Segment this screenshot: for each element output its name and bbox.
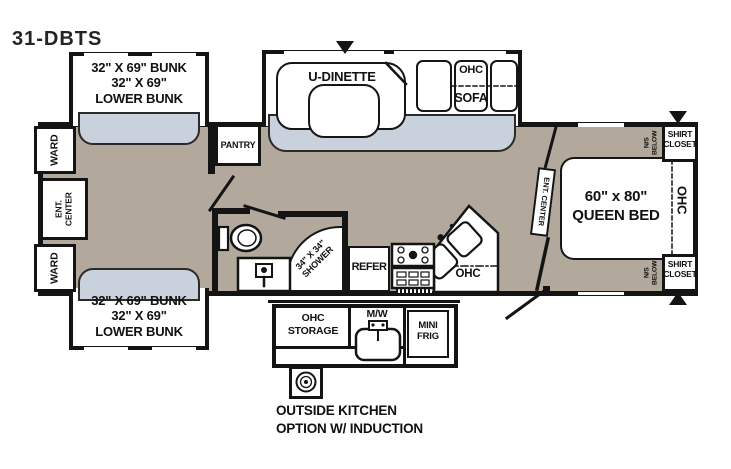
pantry (215, 124, 261, 166)
wardrobe-bottom: WARD (34, 244, 76, 292)
outside-sink-icon (354, 320, 402, 362)
refrigerator-label: REFER (351, 261, 387, 273)
divider (348, 308, 351, 348)
bunk-top-label: 32" X 69" BUNK 32" X 69" LOWER BUNK (91, 60, 187, 106)
wall (278, 211, 348, 217)
bunkroom-door (207, 174, 236, 213)
counter-line (276, 346, 404, 349)
vent-triangle-top (336, 41, 354, 54)
entry-door (504, 288, 547, 321)
wall (342, 211, 348, 296)
dinette-label: U-DINETTE (308, 69, 376, 84)
microwave-label: M/W (366, 308, 388, 320)
ent-center-left: ENT. CENTER (40, 178, 88, 240)
window (578, 123, 624, 127)
page-title: 31-DBTS (12, 28, 103, 50)
toilet-icon (217, 223, 263, 253)
pantry-label: PANTRY (220, 139, 256, 150)
bunk-mattress-top (78, 112, 200, 145)
dinette-table (308, 84, 380, 138)
window (152, 347, 196, 350)
window (84, 53, 128, 56)
ns-below-label: N/S BELOW (643, 130, 659, 156)
sofa-ohc-label: OHC (459, 64, 483, 76)
queen-bed-label: 60" x 80" QUEEN BED (572, 188, 660, 224)
sofa-label: SOFA (454, 91, 488, 105)
induction-burner-icon (295, 371, 317, 393)
divider (403, 308, 406, 364)
shirt-closet-bottom (662, 254, 698, 292)
bedroom-door (542, 125, 558, 174)
queen-bed (560, 157, 672, 260)
nightstand-label-top: N/S BELOW (640, 124, 662, 162)
window (578, 292, 624, 295)
vent-triangle-right-top (669, 111, 687, 124)
wall (212, 208, 250, 214)
bed-ohc-label: OHC (674, 186, 690, 215)
dinette-bench-corner (384, 61, 408, 86)
bedroom-partition (534, 236, 551, 292)
bath-sink-icon (236, 256, 292, 293)
window (284, 51, 384, 54)
window (152, 53, 196, 56)
nightstand-label-bottom: N/S BELOW (640, 254, 662, 292)
window (394, 51, 506, 54)
wardrobe-top: WARD (34, 126, 76, 174)
bathroom-door (243, 204, 286, 220)
shirt-closet-top-label: SHIRT CLOSET (663, 129, 697, 149)
ent-center-bedroom-label: ENT. CENTER (536, 177, 552, 228)
bunk-mattress-bottom (78, 268, 200, 301)
stove-icon (390, 242, 436, 290)
ohc-storage-label: OHC STORAGE (287, 312, 339, 337)
wall (212, 208, 218, 296)
mini-frig (407, 310, 449, 358)
refrigerator (348, 246, 390, 292)
sofa-cushion (416, 60, 452, 112)
window (84, 347, 128, 350)
wall (208, 122, 215, 174)
mini-frig-label: MINI FRIG (417, 320, 439, 343)
shirt-closet-top (662, 124, 698, 162)
kitchen-ohc-label: OHC (455, 268, 481, 280)
vent-triangle-right-bottom (669, 292, 687, 305)
underbody-line (268, 300, 460, 303)
shirt-closet-bottom-label: SHIRT CLOSET (663, 259, 697, 279)
ns-below-label: N/S BELOW (643, 260, 659, 286)
bed-ohc-area (672, 159, 693, 258)
entry-door-jamb (543, 286, 550, 292)
bunk-bottom-label: 32" X 69" BUNK 32" X 69" LOWER BUNK (91, 293, 187, 339)
stove-vent (396, 286, 432, 293)
outside-kitchen-caption: OUTSIDE KITCHEN OPTION W/ INDUCTION (276, 403, 423, 436)
